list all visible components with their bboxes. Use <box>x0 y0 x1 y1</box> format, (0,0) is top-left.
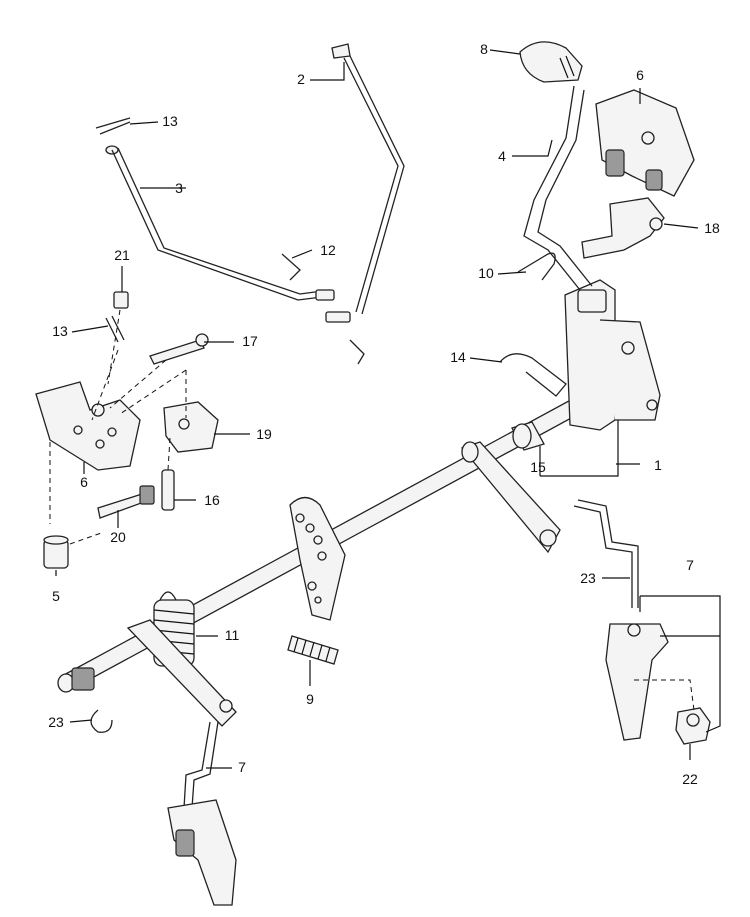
callout-7-left: 7 <box>238 759 246 775</box>
callout-14: 14 <box>450 349 466 365</box>
e-clip <box>90 709 113 733</box>
shaft-arm <box>460 441 561 554</box>
callout-16: 16 <box>204 492 220 508</box>
callout-20: 20 <box>110 529 126 545</box>
callout-9: 9 <box>306 691 314 707</box>
callout-19: 19 <box>256 426 272 442</box>
guide-plate <box>581 197 665 259</box>
callout-11: 11 <box>225 627 240 643</box>
extension-spring <box>287 635 339 665</box>
mount-bracket-right <box>595 89 695 197</box>
callout-21: 21 <box>114 247 130 263</box>
callout-22: 22 <box>682 771 698 787</box>
callout-labels: 1 2 3 4 5 6 6 7 7 8 9 10 11 12 13 13 14 … <box>48 41 720 787</box>
callout-2: 2 <box>297 71 305 87</box>
left-lever-plate <box>126 619 237 727</box>
callout-1: 1 <box>654 457 662 473</box>
callout-23-left: 23 <box>48 714 64 730</box>
callout-6-left: 6 <box>80 474 88 490</box>
link-rod-3 <box>105 145 335 301</box>
control-lever <box>523 85 593 291</box>
clevis-pin-17 <box>149 333 209 365</box>
shoulder-bolt <box>113 291 129 309</box>
latch-rod-left <box>167 721 237 906</box>
lynch-pin <box>499 353 567 397</box>
hairpin-clip-12 <box>281 253 301 281</box>
callout-4: 4 <box>498 148 506 164</box>
spacer-tube <box>43 535 69 569</box>
callout-8: 8 <box>480 41 488 57</box>
mount-bracket-left <box>35 381 141 471</box>
bushing <box>511 421 545 451</box>
retaining-wire <box>517 252 556 281</box>
pivot-block <box>163 401 219 453</box>
long-bolt <box>97 485 155 519</box>
callout-10: 10 <box>478 265 494 281</box>
lever-knob <box>519 41 583 83</box>
callout-23-right: 23 <box>580 570 596 586</box>
clevis-pin-16 <box>161 469 175 511</box>
hairpin-clip-top <box>95 117 131 135</box>
callout-12: 12 <box>320 242 336 258</box>
adjuster-plate <box>289 496 346 621</box>
callout-6-right: 6 <box>636 67 644 83</box>
pivot-bracket <box>564 279 661 431</box>
callout-13-left: 13 <box>52 323 68 339</box>
callout-18: 18 <box>704 220 720 236</box>
hex-nut <box>675 707 711 745</box>
callout-17: 17 <box>242 333 258 349</box>
assembly-lines-left <box>49 309 187 545</box>
callout-7-right: 7 <box>686 557 694 573</box>
callout-5: 5 <box>52 588 60 604</box>
callout-15: 15 <box>530 459 546 475</box>
link-rod-2 <box>325 43 405 323</box>
leader-lines <box>55 49 721 769</box>
callout-3: 3 <box>175 180 183 196</box>
hairpin-clip-rod2 <box>349 339 365 365</box>
latch-rod-right <box>573 499 669 741</box>
hairpin-clip-left <box>105 315 125 343</box>
callout-13-top: 13 <box>162 113 178 129</box>
assembly-line <box>634 679 695 711</box>
